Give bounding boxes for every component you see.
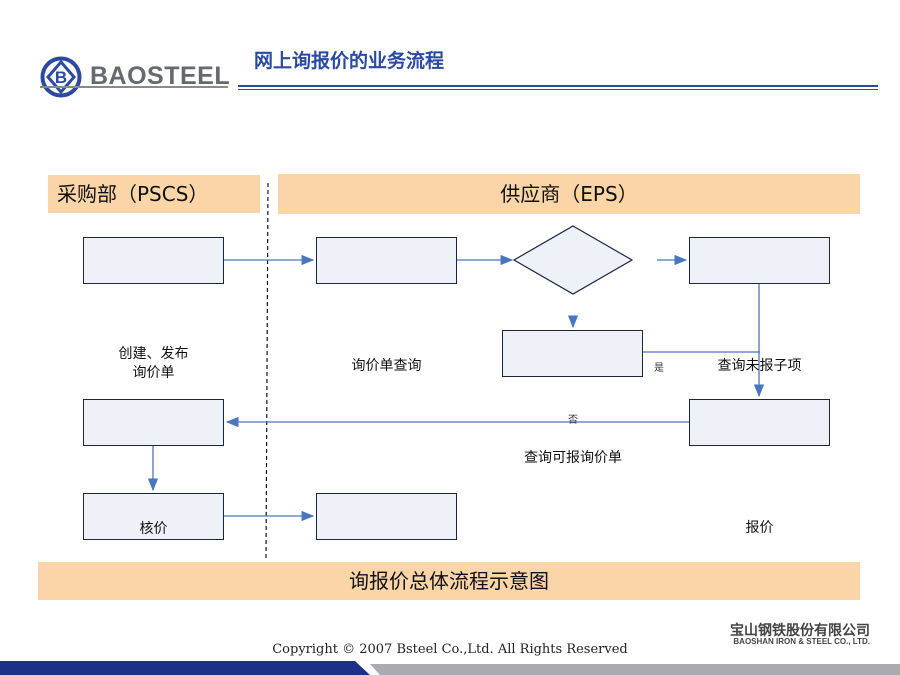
label-query-quotable: 查询可报询价单: [524, 450, 622, 466]
process-box-unquoted: [689, 237, 830, 284]
process-box-verify: [83, 493, 224, 540]
process-box-mid: [502, 330, 643, 377]
header-rule-bottom: [238, 89, 878, 90]
lane-divider: [265, 182, 269, 559]
logo-text: BAOSTEEL: [90, 62, 231, 90]
label-no: 否: [568, 415, 578, 426]
label-inquiry-query: 询价单查询: [351, 358, 422, 374]
page-title: 网上询报价的业务流程: [254, 50, 445, 72]
process-box-create: [83, 237, 224, 284]
lane-header-eps: 供应商（EPS）: [278, 174, 860, 214]
label-yes: 是: [654, 363, 664, 374]
process-box-result: [316, 493, 457, 540]
process-box-quote: [689, 399, 830, 446]
lane-header-pscs: 采购部（PSCS）: [48, 175, 260, 213]
logo-underline: [40, 86, 228, 88]
footer-bar: [0, 661, 900, 675]
label-create-publish: 创建、发布 询价单: [118, 346, 189, 381]
process-box-receive: [83, 399, 224, 446]
svg-text:B: B: [55, 68, 67, 87]
baosteel-logo-icon: B: [40, 56, 82, 98]
decision-diamond: [512, 225, 634, 295]
diagram-caption: 询报价总体流程示意图: [38, 562, 860, 600]
label-verify-price: 核价: [139, 521, 168, 537]
label-quote: 报价: [745, 520, 774, 536]
company-name-en: BAOSHAN IRON & STEEL CO., LTD.: [733, 637, 870, 646]
header-rule-top: [238, 85, 878, 87]
process-box-inquiry: [316, 237, 457, 284]
company-name-cn: 宝山钢铁股份有限公司: [730, 623, 870, 639]
copyright-text: Copyright © 2007 Bsteel Co.,Ltd. All Rig…: [272, 642, 628, 657]
label-query-unquoted: 查询未报子项: [717, 358, 802, 374]
